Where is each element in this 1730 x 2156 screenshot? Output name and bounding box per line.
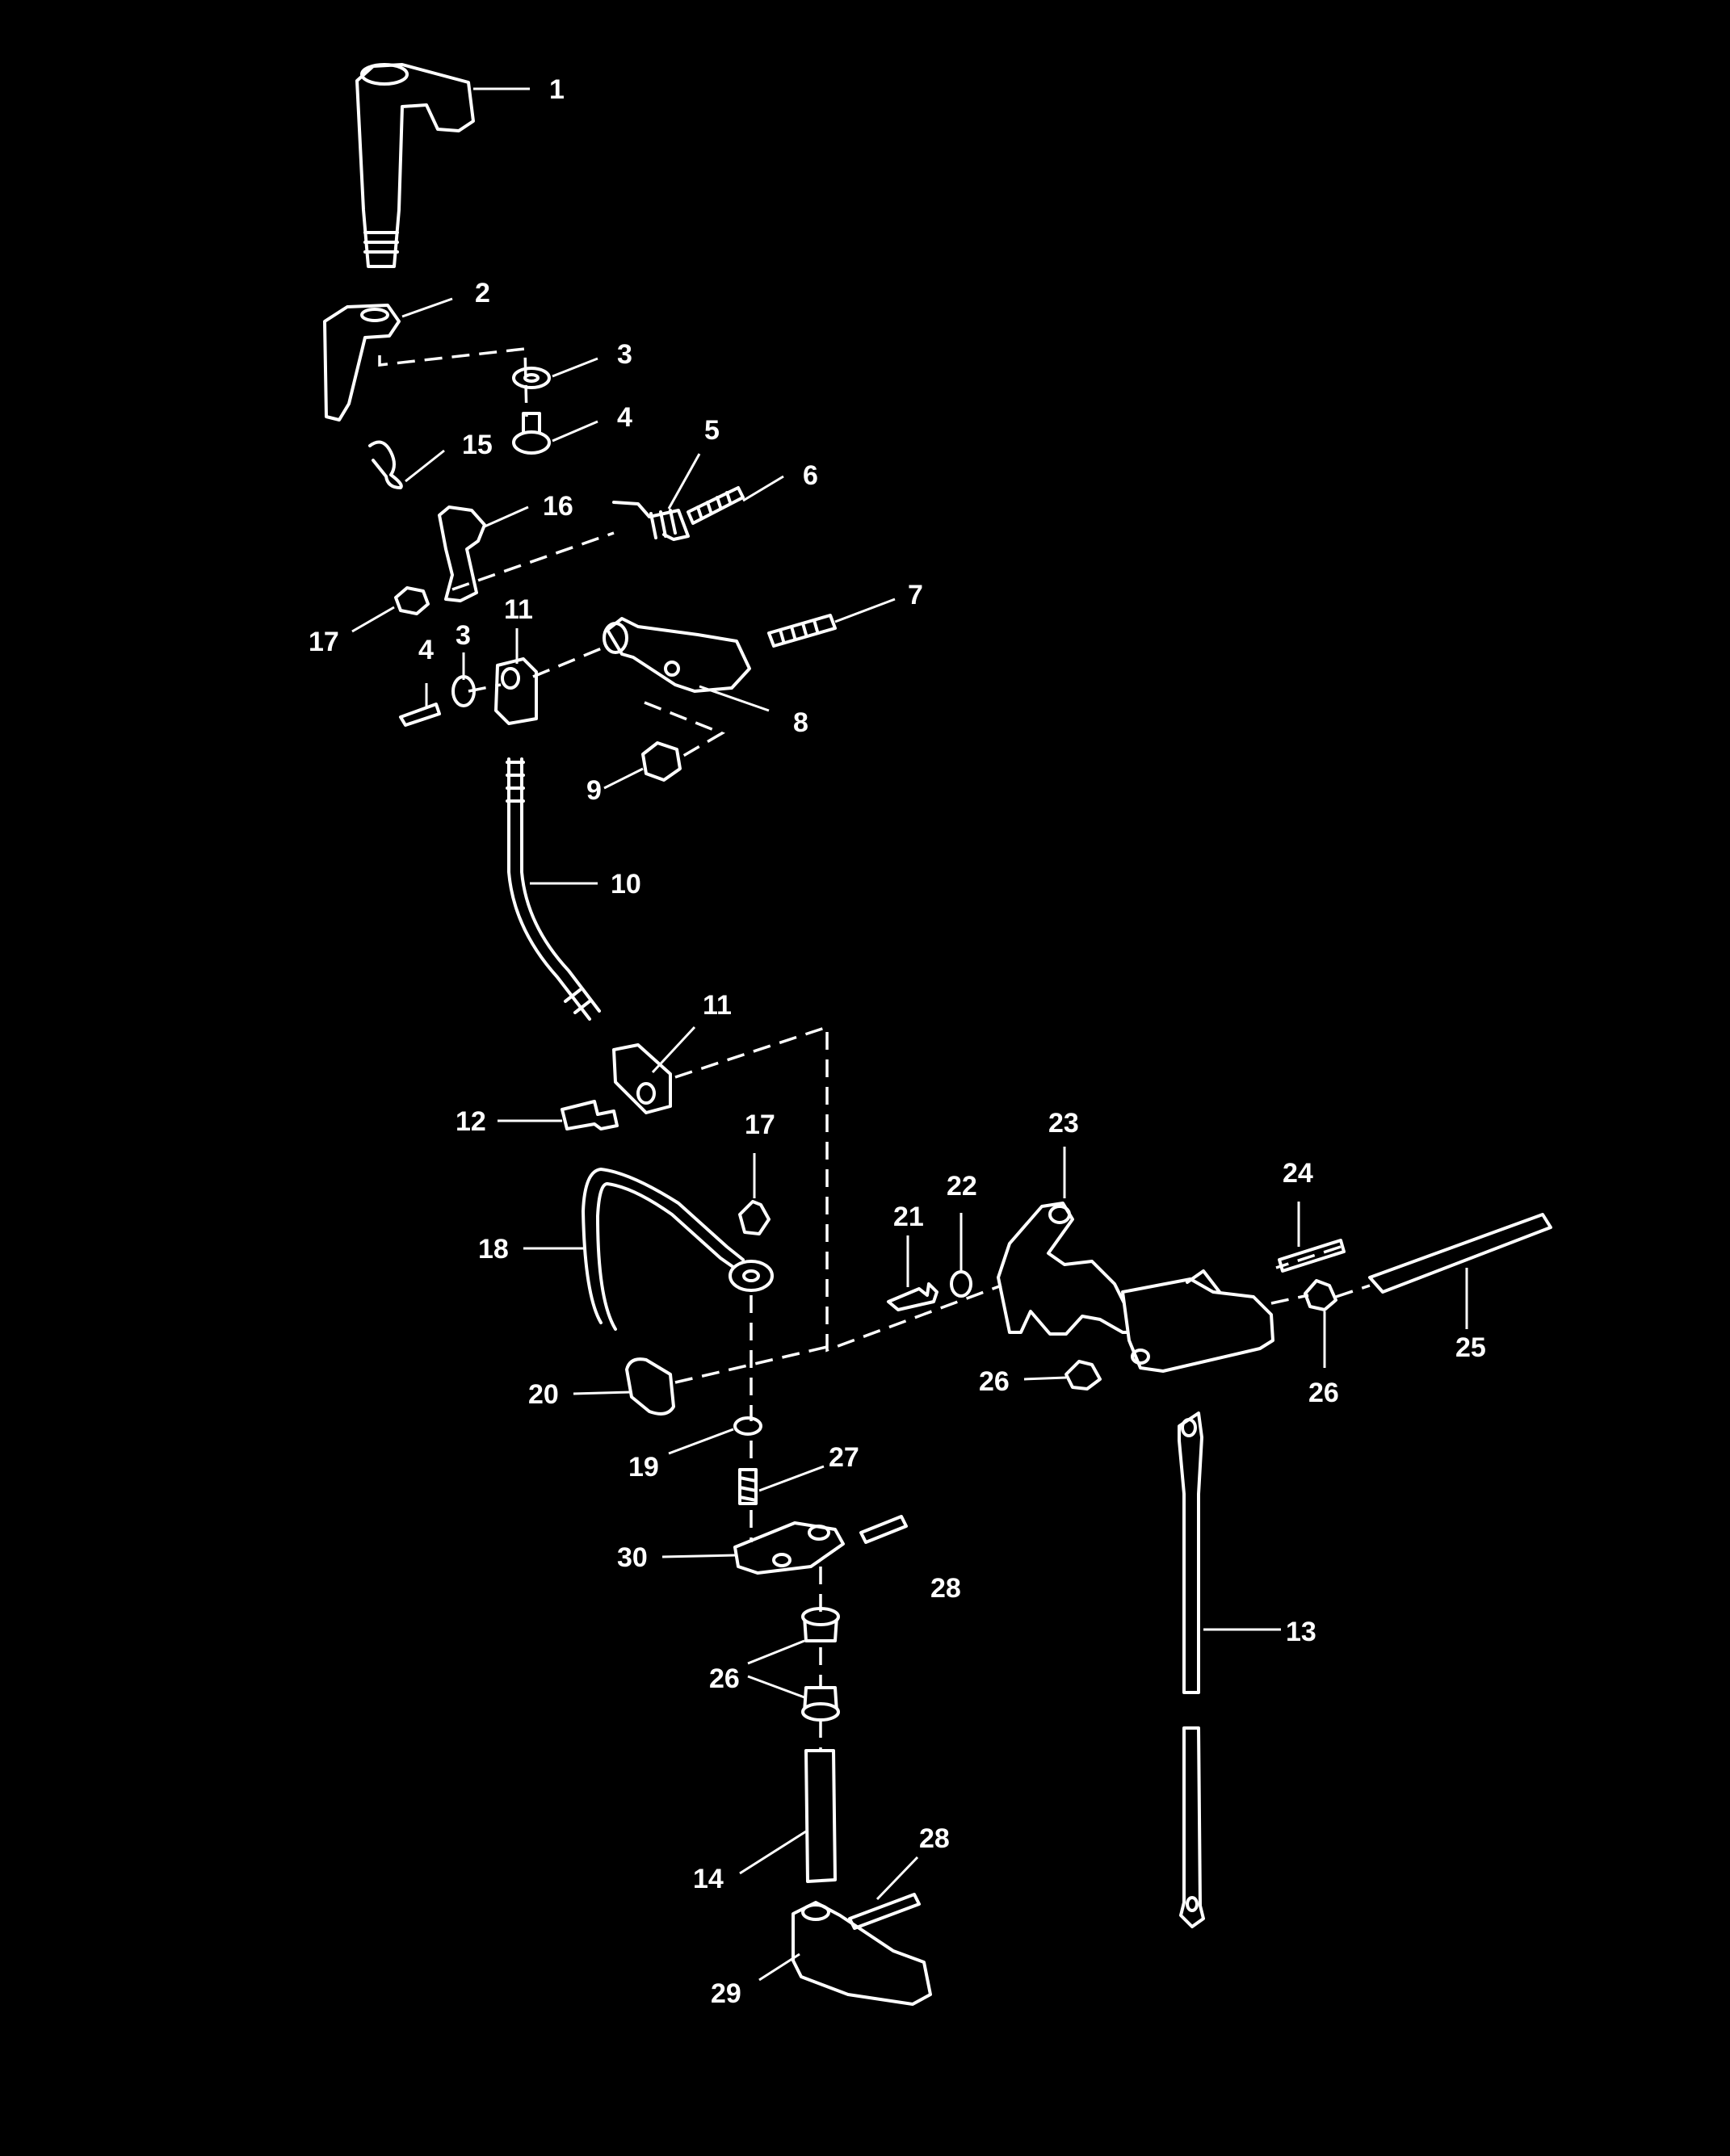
callout-25: 25: [1455, 1332, 1486, 1363]
part-19-washer: [733, 1416, 762, 1436]
callout-3b: 3: [456, 620, 471, 651]
callout-1: 1: [549, 74, 565, 105]
callout-28a: 28: [930, 1573, 961, 1604]
part-5-spring: [612, 501, 690, 541]
callout-26c: 26: [1308, 1378, 1339, 1408]
part-14-shaft: [804, 1749, 837, 1883]
callout-19: 19: [628, 1452, 659, 1483]
part-1-shift-shaft: [355, 63, 475, 268]
part-15-clip: [368, 440, 403, 489]
callout-12: 12: [456, 1106, 486, 1137]
part-8-shift-arm: [603, 617, 751, 693]
leader-lines: [351, 87, 1468, 1982]
part-20-cap: [625, 1357, 675, 1416]
part-28-pin-lower: [848, 1893, 921, 1930]
part-6-stud: [687, 486, 745, 525]
part-17-nut-upper: [394, 586, 430, 615]
callout-23: 23: [1048, 1108, 1079, 1139]
part-10-shift-rod: [506, 757, 601, 1021]
callout-18: 18: [478, 1234, 509, 1265]
part-11-rod-end-upper: [494, 657, 538, 725]
callout-30: 30: [617, 1542, 648, 1573]
part-18-link-rod: [582, 1168, 774, 1331]
part-16-bracket: [438, 505, 486, 602]
callout-11a: 11: [504, 594, 533, 625]
part-4-screw-lower: [399, 703, 441, 727]
callout-14: 14: [693, 1864, 724, 1894]
callout-numbers: 1 2 3 4 15 5 6 16 7 17 11 3 4 8 9 10 11 …: [309, 74, 1486, 2009]
part-11-hole-lower: [636, 1082, 656, 1105]
part-27-spring: [738, 1468, 758, 1505]
callout-7: 7: [908, 580, 923, 610]
callout-24: 24: [1283, 1158, 1313, 1189]
assembly-dashed-lines: [378, 347, 1371, 1749]
part-2-lever: [323, 304, 401, 422]
part-11-hole-upper: [501, 667, 520, 690]
part-23-shift-housing: [997, 1202, 1274, 1373]
part-26-bushing-right: [1304, 1279, 1337, 1311]
callout-17b: 17: [745, 1109, 775, 1140]
part-26-bushing-left: [1064, 1360, 1102, 1390]
callout-13: 13: [1286, 1617, 1316, 1647]
part-3-washer-hole: [523, 373, 540, 383]
callout-16: 16: [543, 491, 573, 522]
callout-9: 9: [586, 775, 602, 806]
part-12-pin: [561, 1100, 619, 1130]
callout-17a: 17: [309, 627, 339, 657]
callout-5: 5: [704, 415, 720, 446]
callout-20: 20: [528, 1379, 559, 1410]
callout-26b: 26: [979, 1366, 1010, 1397]
callout-3a: 3: [617, 339, 632, 370]
part-13-long-rod: [1178, 1411, 1205, 1928]
callout-2: 2: [475, 278, 490, 308]
part-4-screw: [512, 412, 551, 455]
part-22-washer: [950, 1270, 972, 1298]
callout-15: 15: [462, 430, 493, 460]
callout-10: 10: [611, 869, 641, 900]
callout-22: 22: [947, 1171, 977, 1202]
part-11-rod-end-lower: [612, 1043, 672, 1114]
callout-8: 8: [793, 707, 808, 738]
part-25-shaft: [1368, 1213, 1552, 1294]
callout-4b: 4: [418, 635, 434, 665]
callout-27: 27: [829, 1442, 859, 1473]
callout-21: 21: [893, 1202, 924, 1232]
callout-11b: 11: [703, 990, 732, 1021]
callout-29: 29: [711, 1978, 741, 2009]
part-9-nut: [641, 741, 682, 782]
part-21-screw: [887, 1282, 938, 1311]
callout-4a: 4: [617, 402, 632, 433]
part-7-stud: [767, 614, 837, 648]
part-29-shift-cam: [792, 1901, 932, 2006]
part-17-nut-lower: [738, 1200, 771, 1235]
part-30-arm: [733, 1521, 845, 1575]
callout-28b: 28: [919, 1823, 950, 1854]
part-28-pin-upper: [859, 1515, 908, 1544]
part-3-washer: [512, 367, 551, 389]
callout-6: 6: [803, 460, 818, 491]
callout-26a: 26: [709, 1663, 740, 1694]
